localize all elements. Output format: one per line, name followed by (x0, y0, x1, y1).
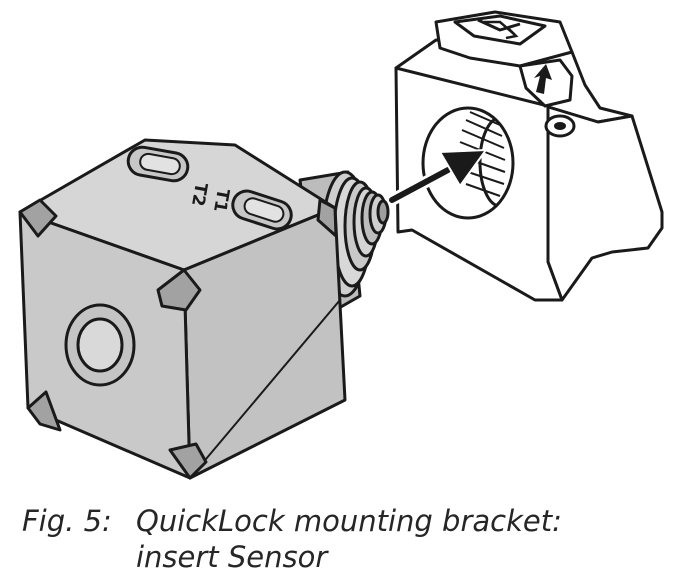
sensor (18, 138, 390, 480)
insert-arrow-icon (386, 148, 489, 206)
lock-arrow-icon (534, 64, 552, 94)
quicklock-bracket (394, 10, 664, 302)
sensor-marking-t1: T1 (209, 187, 233, 214)
sensor-marking-t2: T2 (187, 181, 211, 208)
slot-arrow-icon (484, 20, 519, 40)
illustration: T2 T1 (18, 10, 664, 480)
bracket-lock-lever (518, 58, 574, 108)
caption-line-2: insert Sensor (136, 540, 328, 574)
caption-line-1: QuickLock mounting bracket: (136, 504, 562, 538)
figure-label: Fig. 5: (22, 504, 112, 538)
